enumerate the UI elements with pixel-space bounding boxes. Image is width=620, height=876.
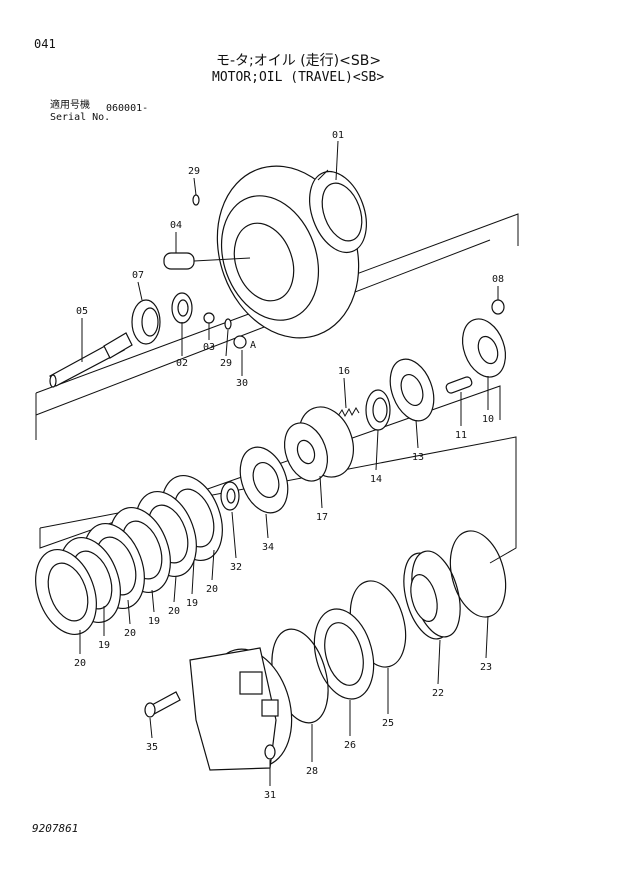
label-11: 11 <box>455 430 467 441</box>
label-34: 34 <box>262 542 274 553</box>
label-17: 17 <box>316 512 328 523</box>
label-19c: 19 <box>98 640 110 651</box>
label-20b: 20 <box>168 606 180 617</box>
label-19a: 19 <box>186 598 198 609</box>
piston-part-22 <box>403 550 461 640</box>
label-32: 32 <box>230 562 242 573</box>
spring-part-16 <box>337 407 360 418</box>
bearing-part-14 <box>365 389 391 431</box>
seal-rings <box>271 530 507 724</box>
shaft-part-05 <box>49 332 133 388</box>
label-01: 01 <box>332 130 344 141</box>
label-26: 26 <box>344 740 356 751</box>
cylinder-block-part-17 <box>283 406 354 482</box>
marker-a: A <box>250 340 256 351</box>
bearing-part-07 <box>131 299 161 345</box>
brake-plate-stack <box>35 474 223 636</box>
pin-part-11 <box>445 376 473 394</box>
serial-value: 060001- <box>106 103 149 114</box>
part-labels: 01 02 03 04 05 07 08 10 11 13 14 16 17 1… <box>74 130 504 801</box>
page-title-english: MOTOR;OIL (TRAVEL)<SB> <box>212 70 385 85</box>
label-20c: 20 <box>124 628 136 639</box>
label-22: 22 <box>432 688 444 699</box>
label-25: 25 <box>382 718 394 729</box>
document-code: 9207861 <box>32 822 79 835</box>
label-05: 05 <box>76 306 88 317</box>
valve-plate-part-13 <box>389 358 435 422</box>
label-10: 10 <box>482 414 494 425</box>
plate-part-10 <box>461 318 507 378</box>
label-02: 02 <box>176 358 188 369</box>
label-03: 03 <box>203 342 215 353</box>
page-title-japanese: モ-タ;オイル (走行)<SB> <box>216 53 382 69</box>
label-35: 35 <box>146 742 158 753</box>
label-30: 30 <box>236 378 248 389</box>
label-04: 04 <box>170 220 182 231</box>
bearing-part-32 <box>220 481 240 511</box>
label-23: 23 <box>480 662 492 673</box>
small-fittings <box>192 194 247 349</box>
housing-part-01 <box>216 165 367 339</box>
label-14: 14 <box>370 474 382 485</box>
label-20d: 20 <box>74 658 86 669</box>
page-number: 041 <box>34 37 56 51</box>
swash-plate-part-34 <box>239 446 289 514</box>
cover-valve-block <box>189 647 293 771</box>
label-16: 16 <box>338 366 350 377</box>
label-13: 13 <box>412 452 424 463</box>
serial-label-english: Serial No. <box>50 112 111 123</box>
pin-part-04 <box>163 252 251 270</box>
serial-label-japanese: 適用号機 <box>50 100 90 111</box>
label-20a: 20 <box>206 584 218 595</box>
label-19b: 19 <box>148 616 160 627</box>
label-31: 31 <box>264 790 276 801</box>
label-07: 07 <box>132 270 144 281</box>
seal-part-02 <box>171 292 193 324</box>
bolt-part-35 <box>144 691 181 718</box>
label-29b: 29 <box>220 358 232 369</box>
ball-part-08 <box>491 299 505 315</box>
label-08: 08 <box>492 274 504 285</box>
label-29a: 29 <box>188 166 200 177</box>
label-28: 28 <box>306 766 318 777</box>
